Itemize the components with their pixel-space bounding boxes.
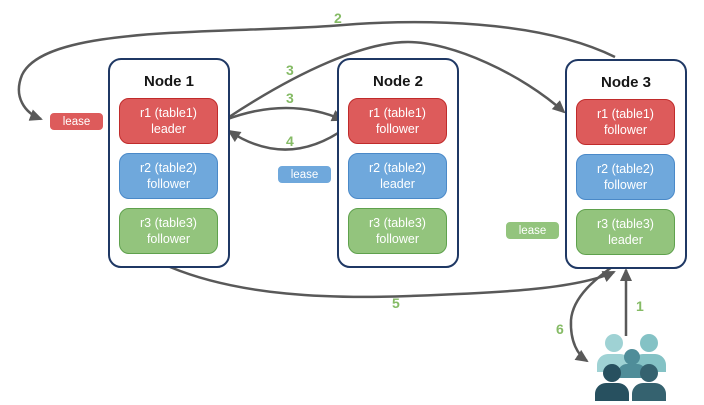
arrow-step-6 xyxy=(569,265,613,363)
node2-r3-replica: r3 (table3) follower xyxy=(348,208,447,254)
node-2-title: Node 2 xyxy=(372,73,423,90)
replica-role: leader xyxy=(608,233,643,247)
node2-r1-replica: r1 (table1) follower xyxy=(348,98,447,144)
user-middle xyxy=(618,349,646,378)
step-label-5: 5 xyxy=(392,295,400,311)
replica-name: r3 (table3) xyxy=(140,215,197,230)
replica-role: follower xyxy=(146,232,191,246)
replica-name: r2 (table2) xyxy=(369,160,426,175)
node-3-title: Node 3 xyxy=(600,74,651,91)
step-label-6: 6 xyxy=(556,321,564,337)
step-label-3-upper: 3 xyxy=(286,62,294,78)
step-label-2: 2 xyxy=(334,10,342,26)
replica-name: r1 (table1) xyxy=(597,106,654,121)
replica-role: follower xyxy=(375,232,420,246)
step-label-3-lower: 3 xyxy=(286,90,294,106)
user-bottom-right xyxy=(632,364,666,401)
node3-r2-replica: r2 (table2) follower xyxy=(576,154,675,200)
arrow-step-5 xyxy=(169,265,616,299)
replica-name: r2 (table2) xyxy=(597,161,654,176)
replica-name: r1 (table1) xyxy=(140,105,197,120)
lease-badge-table2: lease xyxy=(277,165,332,184)
arrow-step-3-to-node2 xyxy=(224,106,345,122)
node3-r1-replica: r1 (table1) follower xyxy=(576,99,675,145)
replica-role: follower xyxy=(146,177,191,191)
replica-role: leader xyxy=(380,177,415,191)
node-3: Node 3 r1 (table1) follower r2 (table2) … xyxy=(565,59,687,269)
arrow-step-3-to-node3 xyxy=(225,40,566,121)
user-bottom-left xyxy=(595,364,629,401)
node1-r2-replica: r2 (table2) follower xyxy=(119,153,218,199)
users-icon xyxy=(595,334,666,401)
replica-name: r3 (table3) xyxy=(597,216,654,231)
lease-badge-table3: lease xyxy=(505,221,560,240)
replica-role: follower xyxy=(603,123,648,137)
replica-role: follower xyxy=(603,178,648,192)
replica-role: follower xyxy=(375,122,420,136)
node1-r1-replica: r1 (table1) leader xyxy=(119,98,218,144)
lease-badge-table1: lease xyxy=(49,112,104,131)
step-label-4: 4 xyxy=(286,133,294,149)
node-1: Node 1 r1 (table1) leader r2 (table2) fo… xyxy=(108,58,230,268)
replica-name: r3 (table3) xyxy=(369,215,426,230)
node-2: Node 2 r1 (table1) follower r2 (table2) … xyxy=(337,58,459,268)
arrow-step-2 xyxy=(17,20,616,121)
step-label-1: 1 xyxy=(636,298,644,314)
node-1-title: Node 1 xyxy=(143,73,194,90)
replica-role: leader xyxy=(151,122,186,136)
replica-name: r1 (table1) xyxy=(369,105,426,120)
node2-r2-replica: r2 (table2) leader xyxy=(348,153,447,199)
node3-r3-replica: r3 (table3) leader xyxy=(576,209,675,255)
node1-r3-replica: r3 (table3) follower xyxy=(119,208,218,254)
replica-name: r2 (table2) xyxy=(140,160,197,175)
arrow-step-4 xyxy=(227,125,348,151)
